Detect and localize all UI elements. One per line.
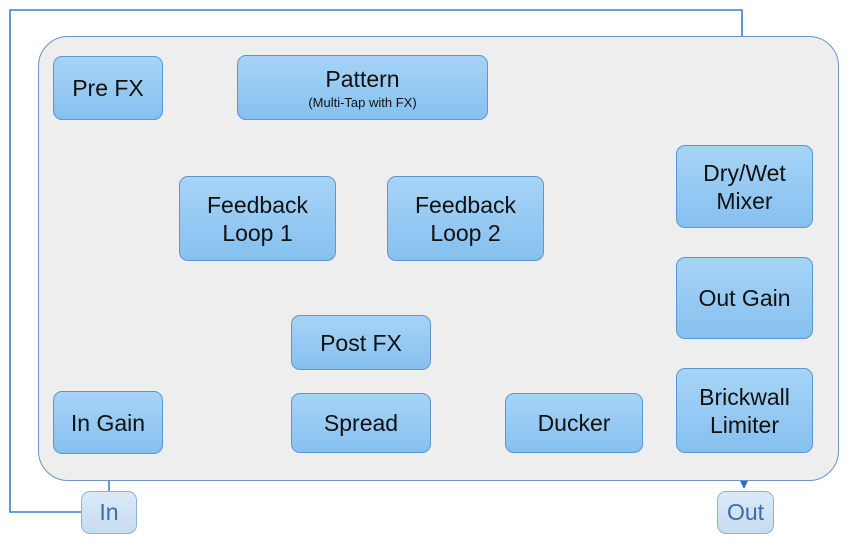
- feedback-loop-1-block: Feedback Loop 1: [179, 176, 336, 261]
- in-gain-block: In Gain: [53, 391, 163, 454]
- feedback-loop-2-block: Feedback Loop 2: [387, 176, 544, 261]
- dry-wet-line2: Mixer: [716, 187, 773, 214]
- feedback-loop-1-line1: Feedback: [206, 191, 308, 218]
- spread-label: Spread: [323, 410, 399, 436]
- post-fx-block: Post FX: [291, 315, 431, 370]
- pre-fx-label: Pre FX: [72, 75, 144, 101]
- feedback-loop-1-line2: Loop 1: [222, 219, 293, 246]
- brickwall-limiter-block: Brickwall Limiter: [676, 368, 813, 453]
- output-terminal: Out: [717, 491, 774, 534]
- out-gain-label: Out Gain: [698, 285, 791, 311]
- ducker-block: Ducker: [505, 393, 643, 453]
- post-fx-label: Post FX: [320, 329, 402, 356]
- input-terminal: In: [81, 491, 137, 534]
- pattern-subtitle: (Multi-Tap with FX): [308, 94, 417, 110]
- pattern-block: Pattern (Multi-Tap with FX): [237, 55, 488, 120]
- feedback-loop-2-line1: Feedback: [414, 191, 516, 218]
- limiter-line1: Brickwall: [699, 383, 790, 410]
- out-gain-block: Out Gain: [676, 257, 813, 339]
- in-gain-label: In Gain: [70, 409, 146, 436]
- limiter-line2: Limiter: [709, 411, 779, 438]
- dry-wet-mixer-block: Dry/Wet Mixer: [676, 145, 813, 228]
- spread-block: Spread: [291, 393, 431, 453]
- input-terminal-label: In: [99, 499, 119, 525]
- dry-wet-line1: Dry/Wet: [703, 159, 786, 186]
- pattern-title: Pattern: [325, 65, 400, 92]
- ducker-label: Ducker: [537, 410, 611, 436]
- pre-fx-block: Pre FX: [53, 56, 163, 120]
- feedback-loop-2-line2: Loop 2: [430, 219, 501, 246]
- output-terminal-label: Out: [726, 499, 765, 525]
